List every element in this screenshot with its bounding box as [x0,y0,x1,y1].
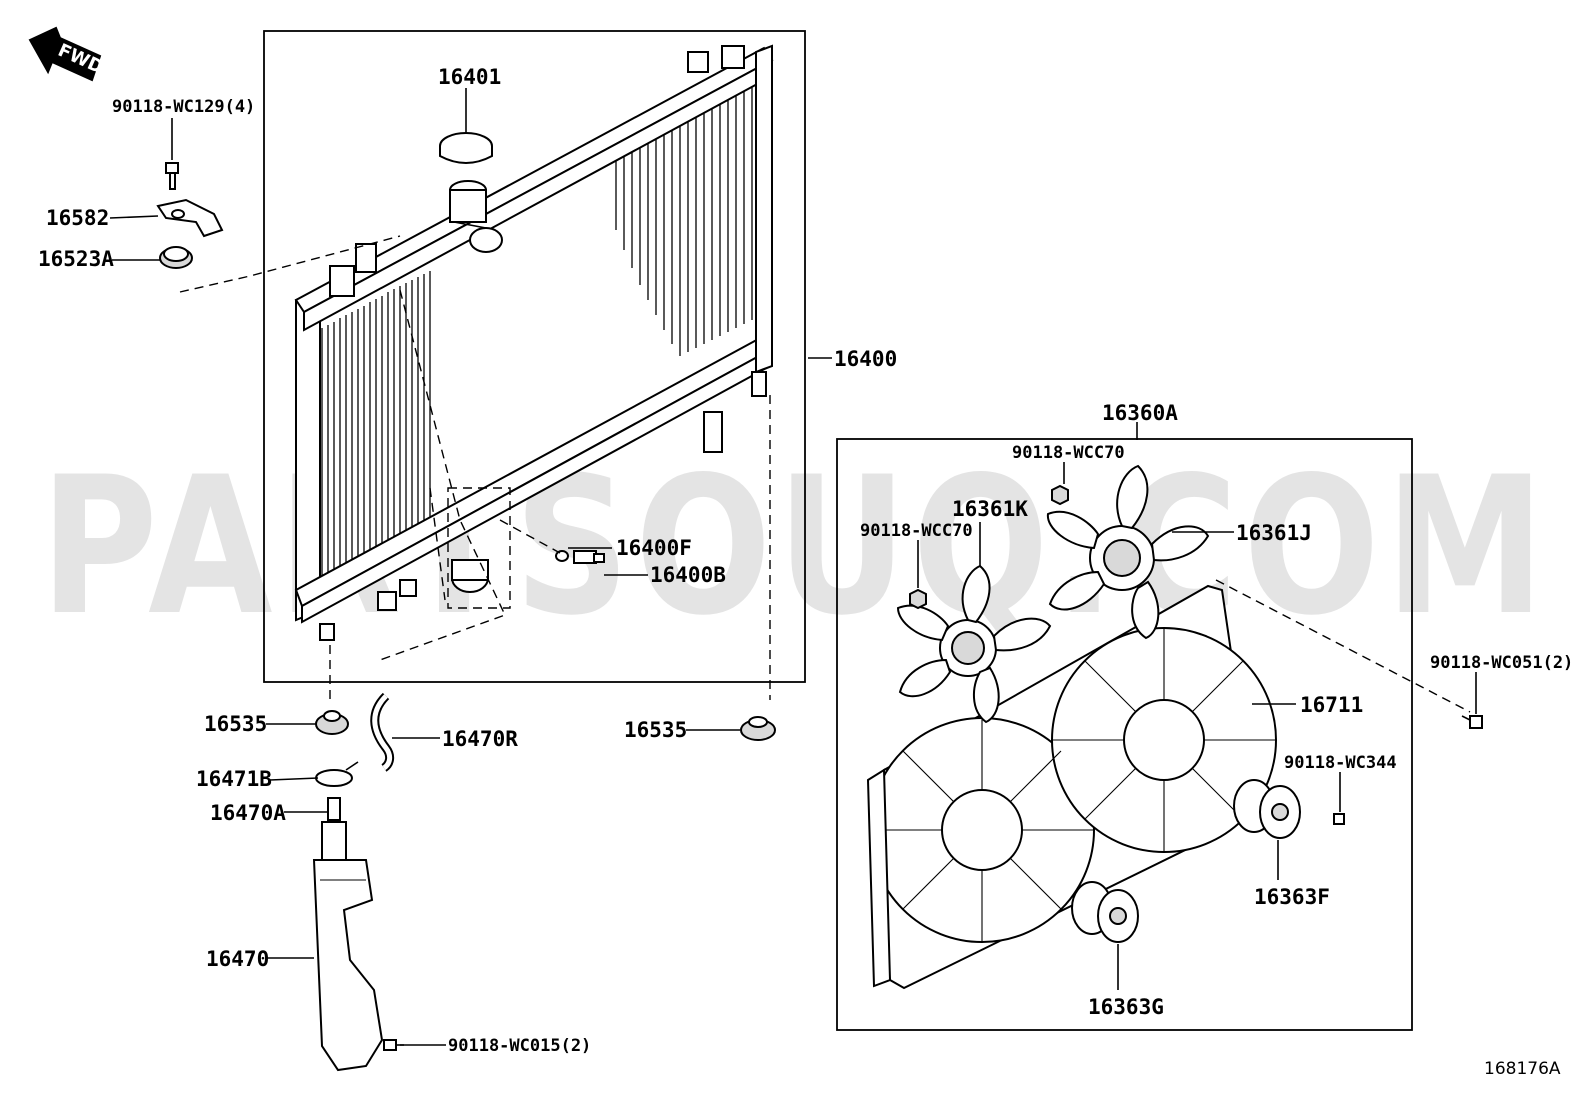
fwd-arrow-icon: FWD [28,26,106,82]
label-nut-90118-WCC70-left: 90118-WCC70 [860,521,973,541]
label-hose-16470R: 16470R [442,727,518,751]
watermark: PARTSOUQ.COM [40,436,1550,657]
label-reservoir-16470: 16470 [206,947,269,971]
label-cushion-16535-left: 16535 [204,712,267,736]
label-bolt-90118-WC129: 90118-WC129(4) [112,97,255,117]
label-bolt-90118-WC015: 90118-WC015(2) [448,1036,591,1056]
label-fan-assembly-16360A: 16360A [1102,401,1178,425]
label-gasket-16400F: 16400F [616,536,692,560]
label-motor-16363G: 16363G [1088,995,1164,1019]
radiator-group-frame [263,30,806,683]
label-shroud-16711: 16711 [1300,693,1363,717]
label-fan-16361K: 16361K [952,497,1028,521]
lower-outlet-callout-frame [447,487,511,609]
radiator-cap-16401 [439,132,493,164]
label-nut-90118-WCC70-top: 90118-WCC70 [1012,443,1125,463]
label-motor-16363F: 16363F [1254,885,1330,909]
reservoir-16470 [312,859,384,1072]
label-bolt-90118-WC344: 90118-WC344 [1284,753,1397,773]
radiator-16400 [294,44,774,641]
figure-id: 168176A [1484,1059,1561,1079]
fan-16361K [896,564,1052,724]
leader-lines [109,88,1477,1046]
label-fan-16361J: 16361J [1236,521,1312,545]
bolt-90118-WC051 [1461,715,1483,729]
nut-90118-WCC70-left [909,588,927,610]
label-clamp-16471B: 16471B [196,767,272,791]
clamp-16471B [315,761,359,787]
motor-16363G [1071,881,1139,943]
label-cushion-16523A: 16523A [38,247,114,271]
label-cushion-16535-right: 16535 [624,718,687,742]
motor-16363F [1233,779,1301,839]
drain-plug-16400B [555,550,605,564]
label-inlet-16470A: 16470A [210,801,286,825]
cushion-16535-right [740,716,776,741]
label-plug-16400B: 16400B [650,563,726,587]
label-bolt-90118-WC051: 90118-WC051(2) [1430,653,1573,673]
label-cap-16401: 16401 [438,65,501,89]
hose-16470R [370,692,395,772]
bolt-90118-WC129 [165,162,179,190]
fan-16361J [1046,464,1210,640]
label-radiator-16400: 16400 [834,347,897,371]
cushion-16523A [159,246,193,269]
fan-group-frame [836,438,1413,1031]
label-bracket-16582: 16582 [46,206,109,230]
fan-shroud-16711 [866,584,1277,990]
inlet-16470A [321,797,347,865]
cushion-16535-left [315,710,349,735]
nut-90118-WCC70-top [1051,484,1069,506]
bracket-16582 [156,198,224,238]
bolt-90118-WC344 [1333,813,1345,825]
